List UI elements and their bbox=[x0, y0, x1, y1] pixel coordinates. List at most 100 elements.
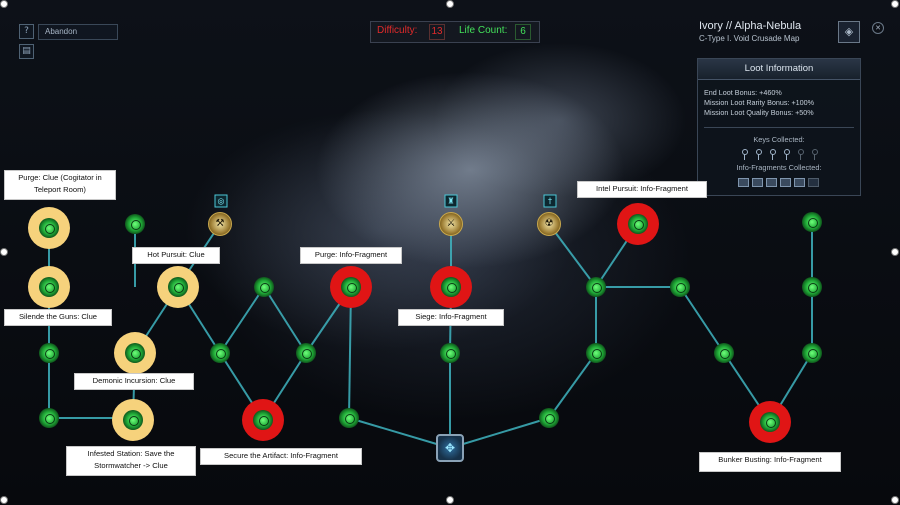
annotation-hot-pursuit: Hot Pursuit: Clue bbox=[132, 247, 220, 264]
mission-node-icon[interactable] bbox=[296, 343, 316, 363]
mission-node-icon[interactable] bbox=[339, 408, 359, 428]
annotation-secure-artifact: Secure the Artifact: Info-Fragment bbox=[200, 448, 362, 465]
elite-node-icon[interactable]: ☢ bbox=[537, 212, 561, 236]
mission-node-icon[interactable] bbox=[253, 410, 273, 430]
resize-handle[interactable] bbox=[891, 0, 899, 8]
difficulty-value: 13 bbox=[429, 24, 445, 40]
mission-node-icon[interactable] bbox=[441, 277, 461, 297]
mission-node-icon[interactable] bbox=[39, 343, 59, 363]
annotation-intel-pursuit: Intel Pursuit: Info-Fragment bbox=[577, 181, 707, 198]
map-link bbox=[348, 286, 352, 419]
mission-node-icon[interactable] bbox=[168, 277, 188, 297]
mission-node-icon[interactable] bbox=[670, 277, 690, 297]
map-link bbox=[548, 223, 597, 288]
mission-node-icon[interactable] bbox=[714, 343, 734, 363]
fragments-collected-label: Info-Fragments Collected: bbox=[736, 163, 822, 172]
map-link bbox=[219, 286, 265, 354]
mission-node-icon[interactable] bbox=[440, 343, 460, 363]
map-link bbox=[348, 417, 451, 449]
map-link bbox=[679, 286, 725, 354]
fragment-ring-node[interactable] bbox=[749, 401, 791, 443]
mission-node-icon[interactable] bbox=[123, 410, 143, 430]
difficulty-life-bar: Difficulty: 13 Life Count: 6 bbox=[370, 21, 540, 43]
resize-handle[interactable] bbox=[446, 0, 454, 8]
elite-node-icon[interactable]: ⚒ bbox=[208, 212, 232, 236]
mission-node-icon[interactable] bbox=[586, 343, 606, 363]
fragment-icon bbox=[752, 178, 763, 187]
fragment-icon bbox=[780, 178, 791, 187]
modifier-icon: † bbox=[543, 194, 557, 208]
mission-node-icon[interactable] bbox=[802, 212, 822, 232]
close-icon[interactable]: ✕ bbox=[872, 22, 884, 34]
key-icon bbox=[782, 149, 790, 160]
mission-node-icon[interactable] bbox=[125, 343, 145, 363]
mission-node-icon[interactable] bbox=[760, 412, 780, 432]
loot-quality-bonus: Mission Loot Quality Bonus: +50% bbox=[704, 108, 814, 117]
mission-node-icon[interactable] bbox=[125, 214, 145, 234]
difficulty-label: Difficulty: bbox=[377, 25, 418, 36]
map-icon[interactable]: ▤ bbox=[19, 44, 34, 59]
loot-information-panel: Loot Information End Loot Bonus: +460% M… bbox=[697, 58, 861, 196]
key-icon bbox=[796, 149, 804, 160]
clue-ring-node[interactable] bbox=[112, 399, 154, 441]
clue-ring-node[interactable] bbox=[28, 207, 70, 249]
divider bbox=[704, 127, 854, 128]
life-count-label: Life Count: bbox=[459, 25, 508, 36]
mission-node-icon[interactable] bbox=[586, 277, 606, 297]
clue-ring-node[interactable] bbox=[28, 266, 70, 308]
mission-node-icon[interactable] bbox=[539, 408, 559, 428]
mission-node-icon[interactable] bbox=[802, 277, 822, 297]
mission-title: Ivory // Alpha-Nebula bbox=[699, 20, 802, 32]
resize-handle[interactable] bbox=[891, 496, 899, 504]
mission-node-icon[interactable] bbox=[341, 277, 361, 297]
elite-node-icon[interactable]: ⚔ bbox=[439, 212, 463, 236]
mission-node-icon[interactable] bbox=[39, 277, 59, 297]
loot-rarity-bonus: Mission Loot Rarity Bonus: +100% bbox=[704, 98, 815, 107]
resize-handle[interactable] bbox=[0, 248, 8, 256]
keys-collected-label: Keys Collected: bbox=[753, 135, 805, 144]
mission-node-icon[interactable] bbox=[210, 343, 230, 363]
key-icon bbox=[754, 149, 762, 160]
mission-node-icon[interactable] bbox=[39, 408, 59, 428]
annotation-purge-fragment: Purge: Info-Fragment bbox=[300, 247, 402, 264]
fragment-icon bbox=[766, 178, 777, 187]
annotation-demonic-incursion: Demonic Incursion: Clue bbox=[74, 373, 194, 390]
mission-subtitle: C-Type I. Void Crusade Map bbox=[699, 34, 800, 43]
mission-node-icon[interactable] bbox=[628, 214, 648, 234]
key-icon bbox=[740, 149, 748, 160]
resize-handle[interactable] bbox=[446, 496, 454, 504]
abandon-button[interactable]: Abandon bbox=[38, 24, 118, 40]
resize-handle[interactable] bbox=[0, 496, 8, 504]
annotation-infested-station: Infested Station: Save the Stormwatcher … bbox=[66, 446, 196, 476]
question-icon[interactable]: ? bbox=[19, 24, 34, 39]
annotation-silence-guns: Silende the Guns: Clue bbox=[4, 309, 112, 326]
map-link bbox=[548, 352, 597, 419]
end-loot-bonus: End Loot Bonus: +460% bbox=[704, 88, 782, 97]
fragment-icon bbox=[738, 178, 749, 187]
annotation-bunker-busting: Bunker Busting: Info-Fragment bbox=[699, 452, 841, 472]
fragment-icon bbox=[794, 178, 805, 187]
faction-emblem-icon: ◈ bbox=[838, 21, 860, 43]
resize-handle[interactable] bbox=[891, 248, 899, 256]
clue-ring-node[interactable] bbox=[157, 266, 199, 308]
clue-ring-node[interactable] bbox=[114, 332, 156, 374]
fragment-ring-node[interactable] bbox=[330, 266, 372, 308]
key-icon bbox=[810, 149, 818, 160]
mission-node-icon[interactable] bbox=[254, 277, 274, 297]
mission-node-icon[interactable] bbox=[39, 218, 59, 238]
mission-node-icon[interactable] bbox=[802, 343, 822, 363]
fragment-ring-node[interactable] bbox=[430, 266, 472, 308]
annotation-purge-clue: Purge: Clue (Cogitator in Teleport Room) bbox=[4, 170, 116, 200]
fragment-ring-node[interactable] bbox=[617, 203, 659, 245]
key-icon bbox=[768, 149, 776, 160]
fragment-icon bbox=[808, 178, 819, 187]
map-link bbox=[263, 286, 307, 354]
modifier-icon: ◎ bbox=[214, 194, 228, 208]
resize-handle[interactable] bbox=[0, 0, 8, 8]
start-position-icon[interactable]: ✥ bbox=[436, 434, 464, 462]
annotation-siege-fragment: Siege: Info-Fragment bbox=[398, 309, 504, 326]
fragment-ring-node[interactable] bbox=[242, 399, 284, 441]
modifier-icon: ♜ bbox=[444, 194, 458, 208]
fragments-collected-row bbox=[738, 178, 828, 187]
